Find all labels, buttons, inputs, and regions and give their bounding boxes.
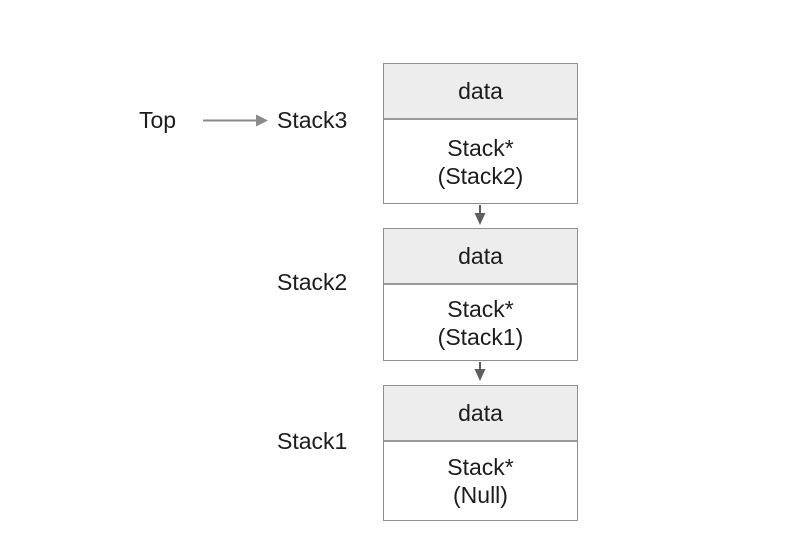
- top-arrow-head-icon: [256, 114, 268, 127]
- arrow-down-icon: [474, 369, 486, 381]
- node-pointer-cell: Stack* (Null): [384, 442, 577, 520]
- node-label-stack3: Stack3: [277, 107, 348, 133]
- next-arrow-stack3-to-stack2: [474, 205, 486, 225]
- node-data-cell: data: [384, 386, 577, 442]
- node-label-stack1: Stack1: [277, 428, 348, 454]
- node-pointer-target-text: (Stack1): [437, 323, 524, 350]
- top-pointer-label: Top: [139, 107, 177, 133]
- node-pointer-type-text: Stack*: [447, 454, 514, 480]
- stack-node-stack3: data Stack* (Stack2): [383, 63, 578, 204]
- next-arrow-stack2-to-stack1: [474, 362, 486, 381]
- node-data-text: data: [458, 242, 503, 269]
- node-data-cell: data: [384, 229, 577, 285]
- stack-node-stack2: data Stack* (Stack1): [383, 228, 578, 361]
- node-pointer-cell: Stack* (Stack1): [384, 285, 577, 360]
- node-data-text: data: [458, 77, 503, 104]
- node-pointer-type-text: Stack*: [447, 295, 514, 322]
- arrow-down-icon: [474, 213, 486, 225]
- node-pointer-cell: Stack* (Stack2): [384, 120, 577, 203]
- node-pointer-type-text: Stack*: [447, 134, 514, 161]
- node-label-stack2: Stack2: [277, 269, 348, 295]
- node-pointer-target-text: (Stack2): [437, 162, 524, 189]
- node-data-text: data: [458, 399, 503, 426]
- stack-node-stack1: data Stack* (Null): [383, 385, 578, 521]
- node-data-cell: data: [384, 64, 577, 120]
- node-pointer-target-text: (Null): [453, 482, 508, 508]
- top-arrow: [203, 114, 268, 127]
